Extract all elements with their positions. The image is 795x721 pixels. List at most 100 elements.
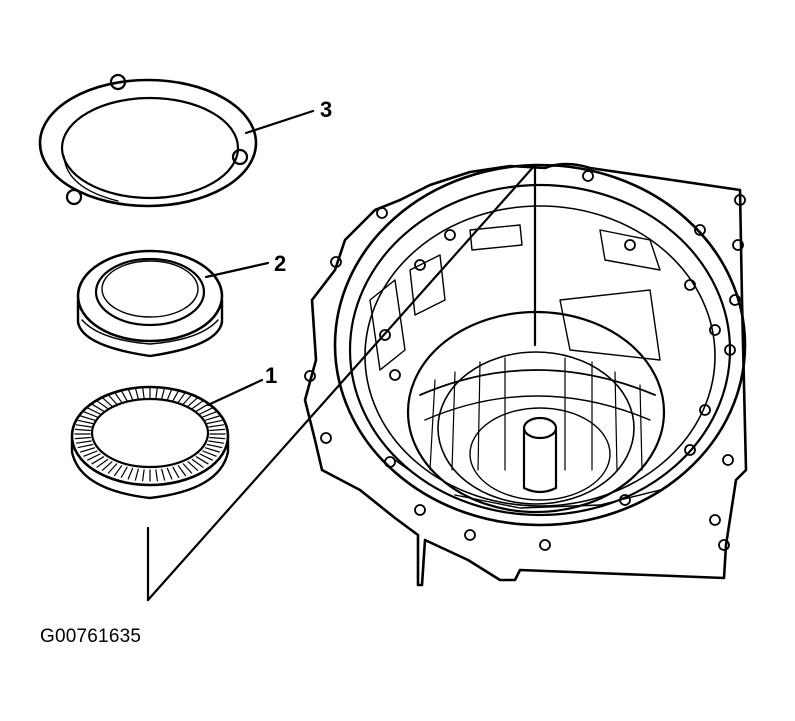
bolt-hole: [724, 344, 736, 356]
transmission-case: [303, 162, 748, 587]
bearing-needle: [120, 466, 128, 478]
callout-1: 1: [265, 363, 278, 388]
washer-tab-left: [65, 188, 83, 206]
bearing-needle: [86, 453, 101, 461]
bolt-hole: [414, 504, 426, 516]
bolt-hole: [384, 456, 396, 468]
bearing-needle: [134, 387, 139, 400]
bolt-hole: [304, 370, 316, 382]
bearing-needle: [204, 447, 220, 453]
bearing-needle: [127, 467, 134, 480]
bearing-needle: [83, 450, 98, 457]
flange-bolt-holes: [304, 170, 746, 551]
pointer-lines: [146, 163, 537, 602]
bolt-hole: [709, 514, 721, 526]
bolt-hole: [330, 256, 342, 268]
bolt-hole: [619, 494, 631, 506]
bearing-needle: [101, 397, 113, 407]
bearing-needle: [91, 456, 105, 465]
bearing-needle: [77, 443, 94, 449]
bolt-hole: [699, 404, 711, 416]
bolt-hole: [414, 259, 426, 271]
bearing-needle: [161, 387, 166, 400]
bolt-hole: [734, 194, 746, 206]
bearing-race: [76, 249, 224, 358]
bearing-needle: [191, 400, 204, 410]
bearing-needle: [113, 465, 123, 477]
bearing-needle: [83, 411, 98, 418]
bearing-needle: [155, 386, 158, 399]
leader-line-2: [204, 261, 270, 279]
bolt-hole: [624, 239, 636, 251]
bearing-needle: [91, 403, 105, 412]
callout-2: 2: [274, 251, 287, 276]
bolt-hole: [582, 170, 594, 182]
bearing-needle: [107, 463, 118, 474]
bolt-hole: [732, 239, 744, 251]
bearing-needle: [191, 458, 204, 468]
bearing-needle: [161, 468, 166, 481]
bearing-needle: [182, 394, 193, 405]
bearing-needle: [187, 461, 199, 471]
bearing-needle: [134, 468, 139, 481]
thrust-bearing: [70, 385, 230, 500]
bearing-needle: [80, 447, 96, 453]
bearing-needle: [77, 419, 94, 425]
bearing-needle: [166, 388, 173, 401]
bearing-needle: [195, 456, 209, 465]
bearing-needle: [107, 394, 118, 405]
bearing-needle: [204, 415, 220, 421]
bearing-needle: [172, 466, 180, 478]
bearing-needle: [177, 465, 186, 477]
bearing-needle: [80, 415, 96, 421]
bearing-needle: [142, 386, 145, 399]
bearing-needle: [86, 407, 101, 415]
bearing-needle: [206, 443, 223, 449]
leader-line-1: [206, 378, 264, 407]
bearing-needle: [199, 407, 213, 415]
bearing-needle: [209, 428, 226, 432]
bolt-hole: [376, 207, 388, 219]
bearing-needle: [75, 440, 92, 444]
callout-3: 3: [320, 97, 333, 122]
bearing-needle: [202, 450, 217, 457]
bearing-needles: [74, 386, 226, 482]
bolt-hole: [722, 454, 734, 466]
bolt-hole: [718, 539, 730, 551]
bearing-needle: [208, 424, 225, 428]
bolt-hole: [379, 329, 391, 341]
bearing-needle: [120, 390, 128, 402]
bearing-needle: [75, 424, 92, 428]
bolt-hole: [684, 279, 696, 291]
bearing-needle: [142, 469, 145, 482]
bolt-hole: [539, 539, 551, 551]
bearing-needle: [127, 388, 134, 401]
bolt-hole: [694, 224, 706, 236]
bolt-hole: [320, 432, 332, 444]
bearing-needle: [96, 458, 109, 468]
bearing-needle: [166, 467, 173, 480]
bolt-hole: [464, 529, 476, 541]
bearing-needle: [113, 391, 123, 403]
bolt-hole: [684, 444, 696, 456]
bearing-needle: [177, 391, 186, 403]
bearing-needle: [199, 453, 213, 461]
bearing-needle: [209, 436, 226, 440]
figure-id: G00761635: [40, 626, 142, 647]
bolt-hole: [444, 229, 456, 241]
bearing-needle: [74, 436, 91, 440]
washer-tab-top: [109, 73, 127, 91]
bolt-hole: [729, 294, 741, 306]
bearing-needle: [74, 428, 91, 432]
bearing-needle: [172, 390, 180, 402]
bearing-needle: [96, 400, 109, 410]
bearing-needle: [195, 403, 209, 412]
bearing-needle: [101, 461, 113, 471]
bearing-needle: [208, 440, 225, 444]
bearing-needle: [202, 411, 217, 418]
bolt-hole: [709, 324, 721, 336]
thrust-washer: [38, 73, 258, 208]
washer-tab-right: [231, 148, 249, 166]
leader-line-3: [244, 109, 315, 135]
